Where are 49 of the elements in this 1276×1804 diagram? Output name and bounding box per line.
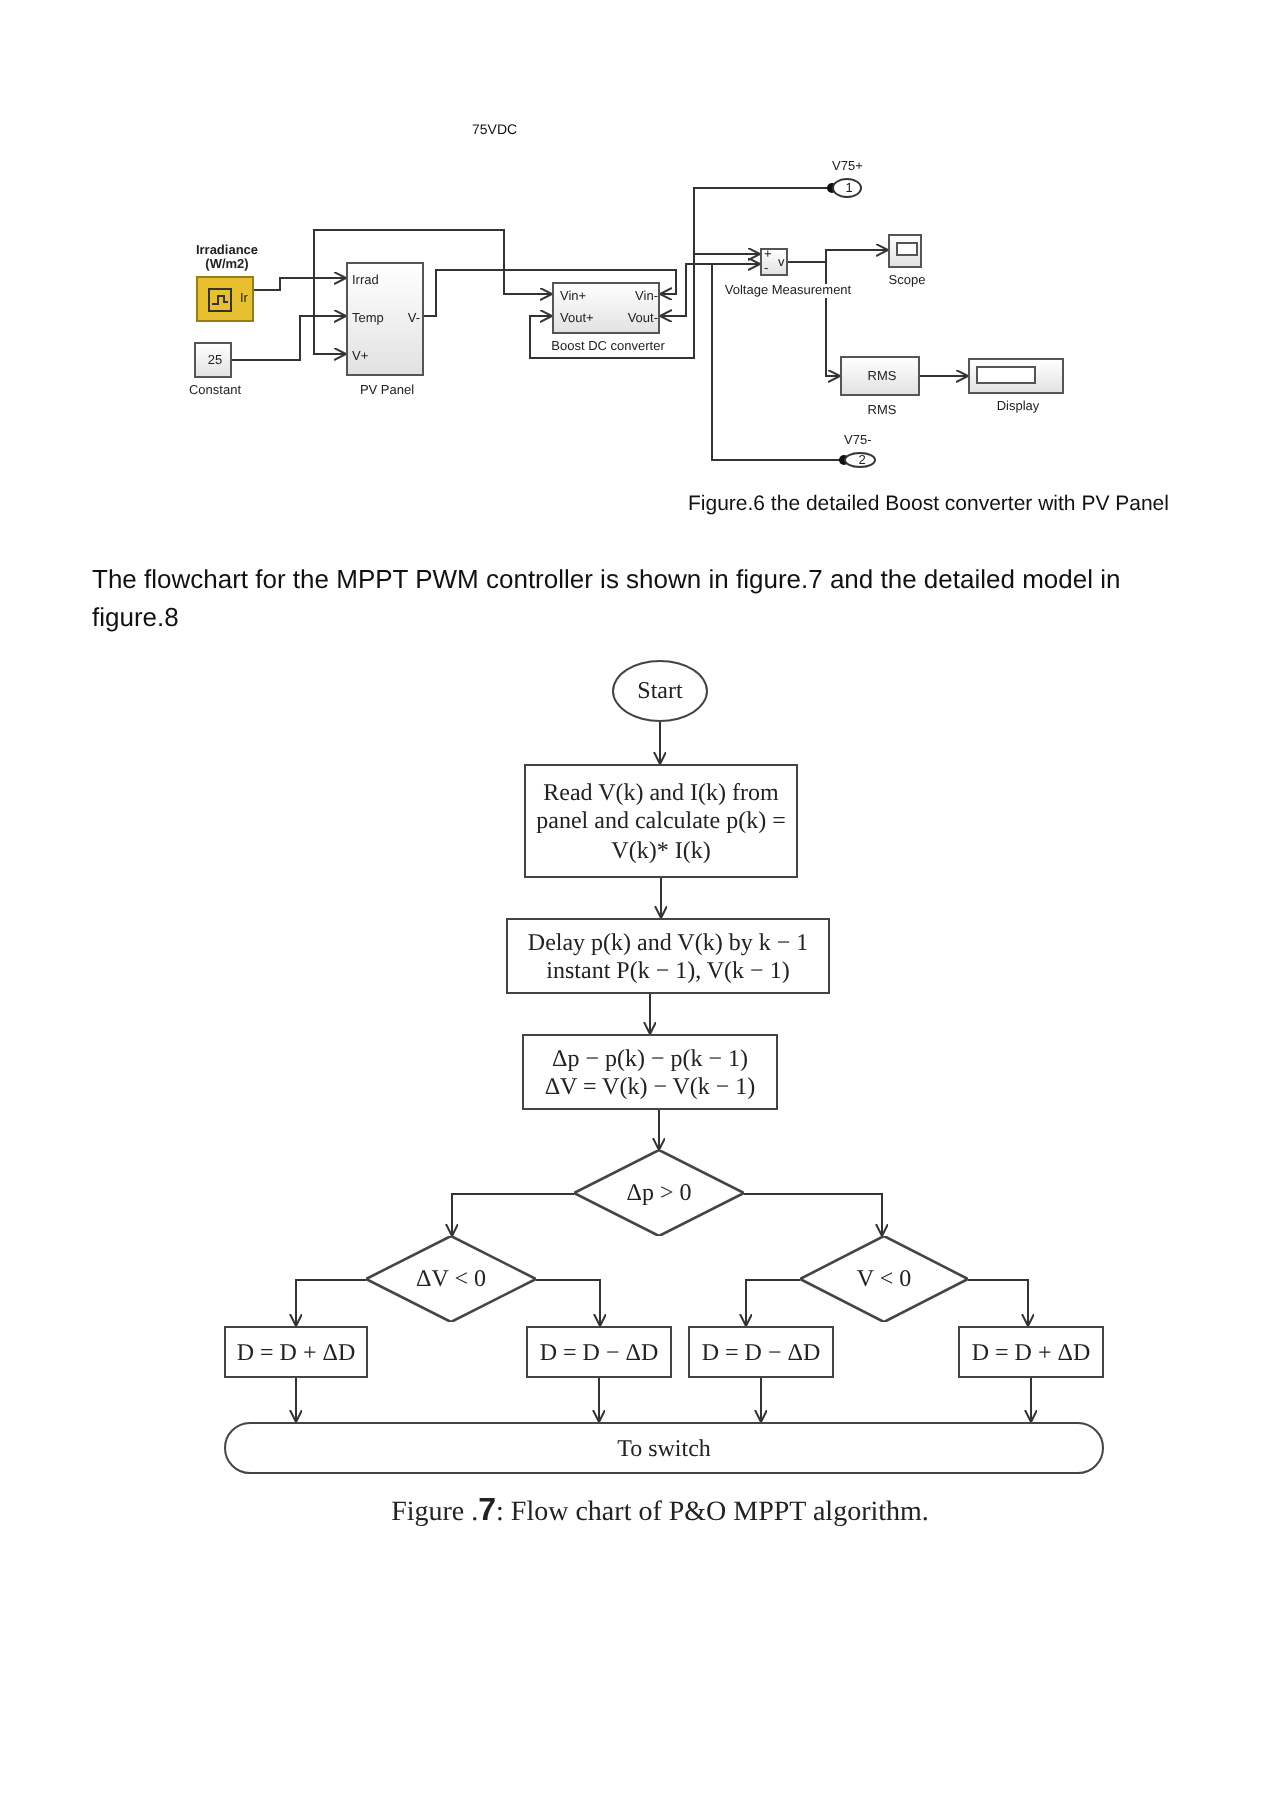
node-text: ΔV < 0 xyxy=(414,1264,488,1294)
arrow xyxy=(743,1193,889,1237)
arrow xyxy=(653,721,667,765)
start-oval xyxy=(612,660,708,722)
process-box xyxy=(958,1326,1104,1378)
arrow xyxy=(313,229,553,361)
process-box xyxy=(522,1034,778,1110)
arrow xyxy=(445,1193,575,1237)
arrow xyxy=(967,1279,1035,1327)
node-text: Delay p(k) and V(k) by k − 1 instant P(k − 1), V(k − 1) xyxy=(525,927,811,985)
arrow xyxy=(289,1377,303,1423)
node-text: D = D + ΔD xyxy=(969,1337,1093,1367)
node-text: V < 0 xyxy=(854,1264,914,1294)
figure-caption: Figure .7: Flow chart of P&O MPPT algorithm. xyxy=(389,1492,931,1532)
process-box xyxy=(506,918,830,994)
arrow xyxy=(231,309,347,361)
paragraph: The flowchart for the MPPT PWM controller is shown in figure.7 and the detailed model in figure.8 xyxy=(92,562,1123,636)
node-text: D = D − ΔD xyxy=(699,1337,823,1367)
arrow xyxy=(754,1377,768,1423)
node-text: ΔV = V(k) − V(k − 1) xyxy=(542,1072,758,1101)
decision-diamond xyxy=(574,1150,744,1236)
figure-caption: Figure.6 the detailed Boost converter with PV Panel xyxy=(688,490,1171,520)
arrow xyxy=(787,261,841,383)
arrow xyxy=(659,257,761,323)
arrow xyxy=(535,1279,607,1327)
decision-diamond xyxy=(366,1236,536,1322)
node-text: Start xyxy=(635,676,685,706)
process-box xyxy=(526,1326,672,1378)
arrow xyxy=(654,877,668,919)
arrow xyxy=(592,1377,606,1423)
process-box xyxy=(224,1326,368,1378)
node-text: Δp > 0 xyxy=(624,1178,694,1208)
process-box xyxy=(524,764,798,878)
arrow xyxy=(739,1279,801,1327)
arrow xyxy=(253,271,347,291)
node-text: Δp − p(k) − p(k − 1) xyxy=(549,1043,750,1072)
arrow xyxy=(652,1109,666,1151)
node-text: D = D − ΔD xyxy=(537,1337,661,1367)
arrow xyxy=(423,269,677,317)
decision-diamond xyxy=(800,1236,968,1322)
arrow xyxy=(919,369,969,383)
node-text: D = D + ΔD xyxy=(234,1337,358,1367)
process-box xyxy=(688,1326,834,1378)
arrow xyxy=(289,1279,367,1327)
arrow xyxy=(643,993,657,1035)
terminal-box xyxy=(224,1422,1104,1474)
node-text: Read V(k) and I(k) from panel and calculate p(k) = V(k)* I(k) xyxy=(534,777,788,865)
node-text: To switch xyxy=(615,1433,713,1463)
arrow xyxy=(1024,1377,1038,1423)
